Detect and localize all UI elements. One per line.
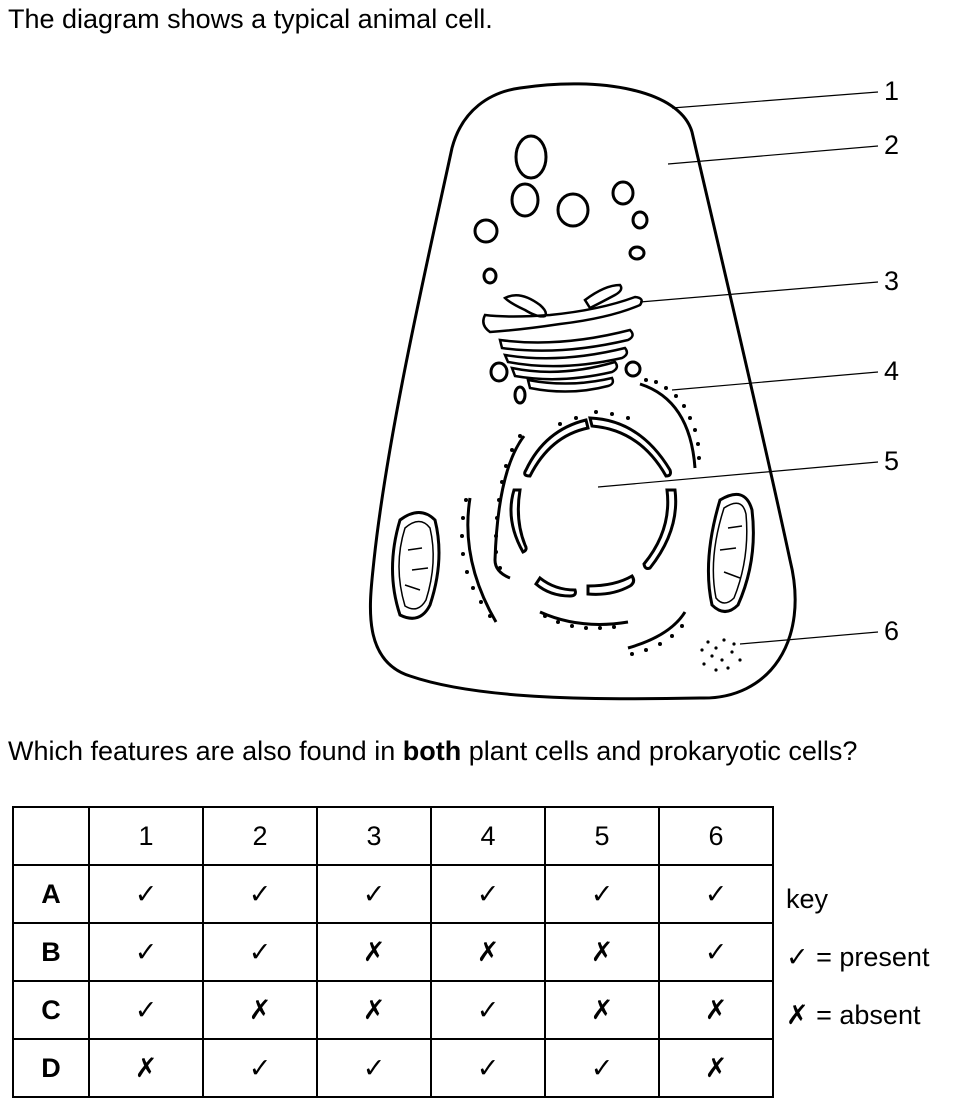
table-cell: ✓ <box>88 864 204 924</box>
table-cell: ✓ <box>202 864 318 924</box>
vesicle <box>556 192 590 228</box>
key-absent: ✗ = absent <box>786 1000 921 1030</box>
mitochondrion-right <box>706 492 755 613</box>
table-cell: ✓ <box>544 864 660 924</box>
table-cell: ✗ <box>544 980 660 1040</box>
column-header: 3 <box>316 806 432 866</box>
table-cell: ✓ <box>430 1038 546 1098</box>
table-cell: ✓ <box>316 1038 432 1098</box>
table-cell: ✗ <box>658 980 774 1040</box>
free-ribosomes <box>700 638 742 672</box>
table-cell: ✓ <box>316 864 432 924</box>
table-cell: ✗ <box>544 922 660 982</box>
vesicle <box>514 134 548 180</box>
table-cell: ✗ <box>658 1038 774 1098</box>
vesicle <box>631 210 649 230</box>
label-1: 1 <box>884 76 899 106</box>
table-cell: ✓ <box>88 980 204 1040</box>
question-bold-word: both <box>402 736 462 766</box>
vesicle <box>611 180 635 206</box>
option-label: D <box>12 1038 90 1098</box>
mitochondrion-left <box>391 511 441 620</box>
table-row: D ✗ ✓ ✓ ✓ ✓ ✗ <box>12 1038 774 1098</box>
option-label: C <box>12 980 90 1040</box>
golgi-apparatus <box>482 283 643 393</box>
table-cell: ✓ <box>202 922 318 982</box>
animal-cell-diagram: 1 2 3 4 5 6 <box>368 76 899 701</box>
nucleus-envelope <box>509 416 678 598</box>
column-header: 1 <box>88 806 204 866</box>
label-6: 6 <box>884 616 899 646</box>
table-header-row: 1 2 3 4 5 6 <box>12 806 774 866</box>
key-present: ✓ = present <box>786 942 930 972</box>
column-header: 5 <box>544 806 660 866</box>
ribosome-dots <box>460 378 701 656</box>
table-cell: ✓ <box>658 922 774 982</box>
option-label: B <box>12 922 90 982</box>
cell-membrane <box>368 82 797 701</box>
table-cell: ✗ <box>316 922 432 982</box>
rough-er <box>466 382 697 650</box>
vesicle <box>513 385 527 405</box>
label-5: 5 <box>884 446 899 476</box>
label-4: 4 <box>884 356 899 386</box>
intro-text: The diagram shows a typical animal cell. <box>8 4 493 34</box>
table-cell: ✓ <box>88 922 204 982</box>
question-part-2: plant cells and prokaryotic cells? <box>461 736 858 766</box>
vesicle <box>628 245 646 261</box>
question-text: Which features are also found in both pl… <box>8 736 857 767</box>
table-cell: ✗ <box>316 980 432 1040</box>
column-header: 6 <box>658 806 774 866</box>
table-row: C ✓ ✗ ✗ ✓ ✗ ✗ <box>12 980 774 1040</box>
vesicle <box>482 267 498 285</box>
table-cell: ✓ <box>202 1038 318 1098</box>
question-part-1: Which features are also found in <box>8 736 403 766</box>
label-3: 3 <box>884 266 899 296</box>
answer-table: 1 2 3 4 5 6 A ✓ ✓ ✓ ✓ ✓ ✓ B ✓ ✓ ✗ ✗ ✗ ✓ … <box>12 806 774 1098</box>
vesicle <box>489 361 509 383</box>
table-row: B ✓ ✓ ✗ ✗ ✗ ✓ <box>12 922 774 982</box>
table-cell: ✓ <box>544 1038 660 1098</box>
vesicle <box>473 218 499 244</box>
option-label: A <box>12 864 90 924</box>
table-row: A ✓ ✓ ✓ ✓ ✓ ✓ <box>12 864 774 924</box>
label-2: 2 <box>884 130 899 160</box>
table-corner-cell <box>12 806 90 866</box>
table-cell: ✗ <box>430 922 546 982</box>
column-header: 4 <box>430 806 546 866</box>
table-cell: ✗ <box>88 1038 204 1098</box>
vesicle <box>510 182 540 218</box>
vesicle <box>624 360 642 378</box>
key-title: key <box>786 884 829 914</box>
column-header: 2 <box>202 806 318 866</box>
table-cell: ✓ <box>430 980 546 1040</box>
table-cell: ✓ <box>658 864 774 924</box>
leader-lines <box>597 91 879 645</box>
table-cell: ✗ <box>202 980 318 1040</box>
table-cell: ✓ <box>430 864 546 924</box>
